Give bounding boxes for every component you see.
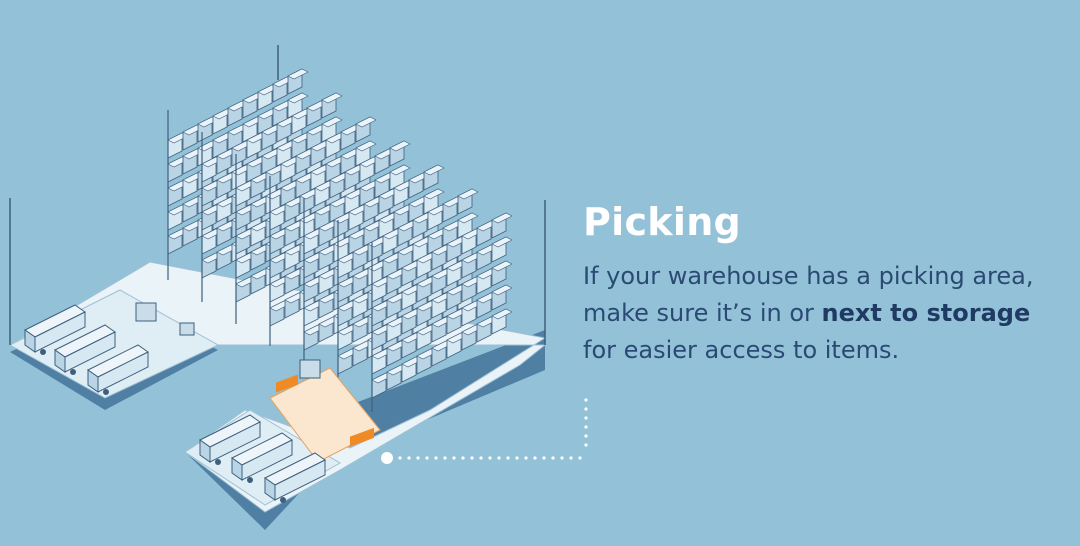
loading-dock-trucks [24, 304, 326, 503]
rack-box-top [423, 188, 445, 200]
picking-text-block: Picking If your warehouse has a picking … [583, 196, 1063, 369]
truck-icon [199, 414, 261, 465]
rack-box-top [457, 188, 479, 200]
callout-dot-icon [381, 452, 393, 464]
forklift-icon [135, 302, 321, 379]
truck-icon [54, 324, 116, 375]
rack-box-top [287, 92, 309, 104]
callout-connector [381, 398, 588, 464]
truck-icon [264, 452, 326, 503]
rack-box-top [491, 212, 513, 224]
rack-box-top [287, 68, 309, 80]
storage-racks [167, 68, 513, 412]
description-part-1: If your warehouse has a picking area, ma… [583, 262, 1034, 327]
truck-icon [24, 304, 86, 355]
description-part-2: for easier access to items. [583, 336, 900, 364]
truck-icon [231, 432, 293, 483]
pallet-icon [350, 427, 374, 447]
pallet-icon [276, 374, 298, 393]
truck-icon [87, 344, 149, 395]
rack-box-top [491, 308, 513, 320]
rack-box-top [457, 212, 479, 224]
rack-box-top [423, 164, 445, 176]
rack-box-top [321, 116, 343, 128]
picking-heading: Picking [583, 200, 742, 244]
rack-box-top [355, 140, 377, 152]
wall-lines [9, 45, 546, 345]
rack-box-top [321, 92, 343, 104]
rack-box-top [355, 116, 377, 128]
rack-row [371, 212, 513, 412]
rack-box-top [389, 140, 411, 152]
rack-box-top [389, 164, 411, 176]
picking-description: If your warehouse has a picking area, ma… [583, 258, 1063, 369]
description-emphasis: next to storage [821, 299, 1031, 327]
rack-box-top [491, 236, 513, 248]
rack-box-top [491, 260, 513, 272]
rack-box-top [491, 284, 513, 296]
